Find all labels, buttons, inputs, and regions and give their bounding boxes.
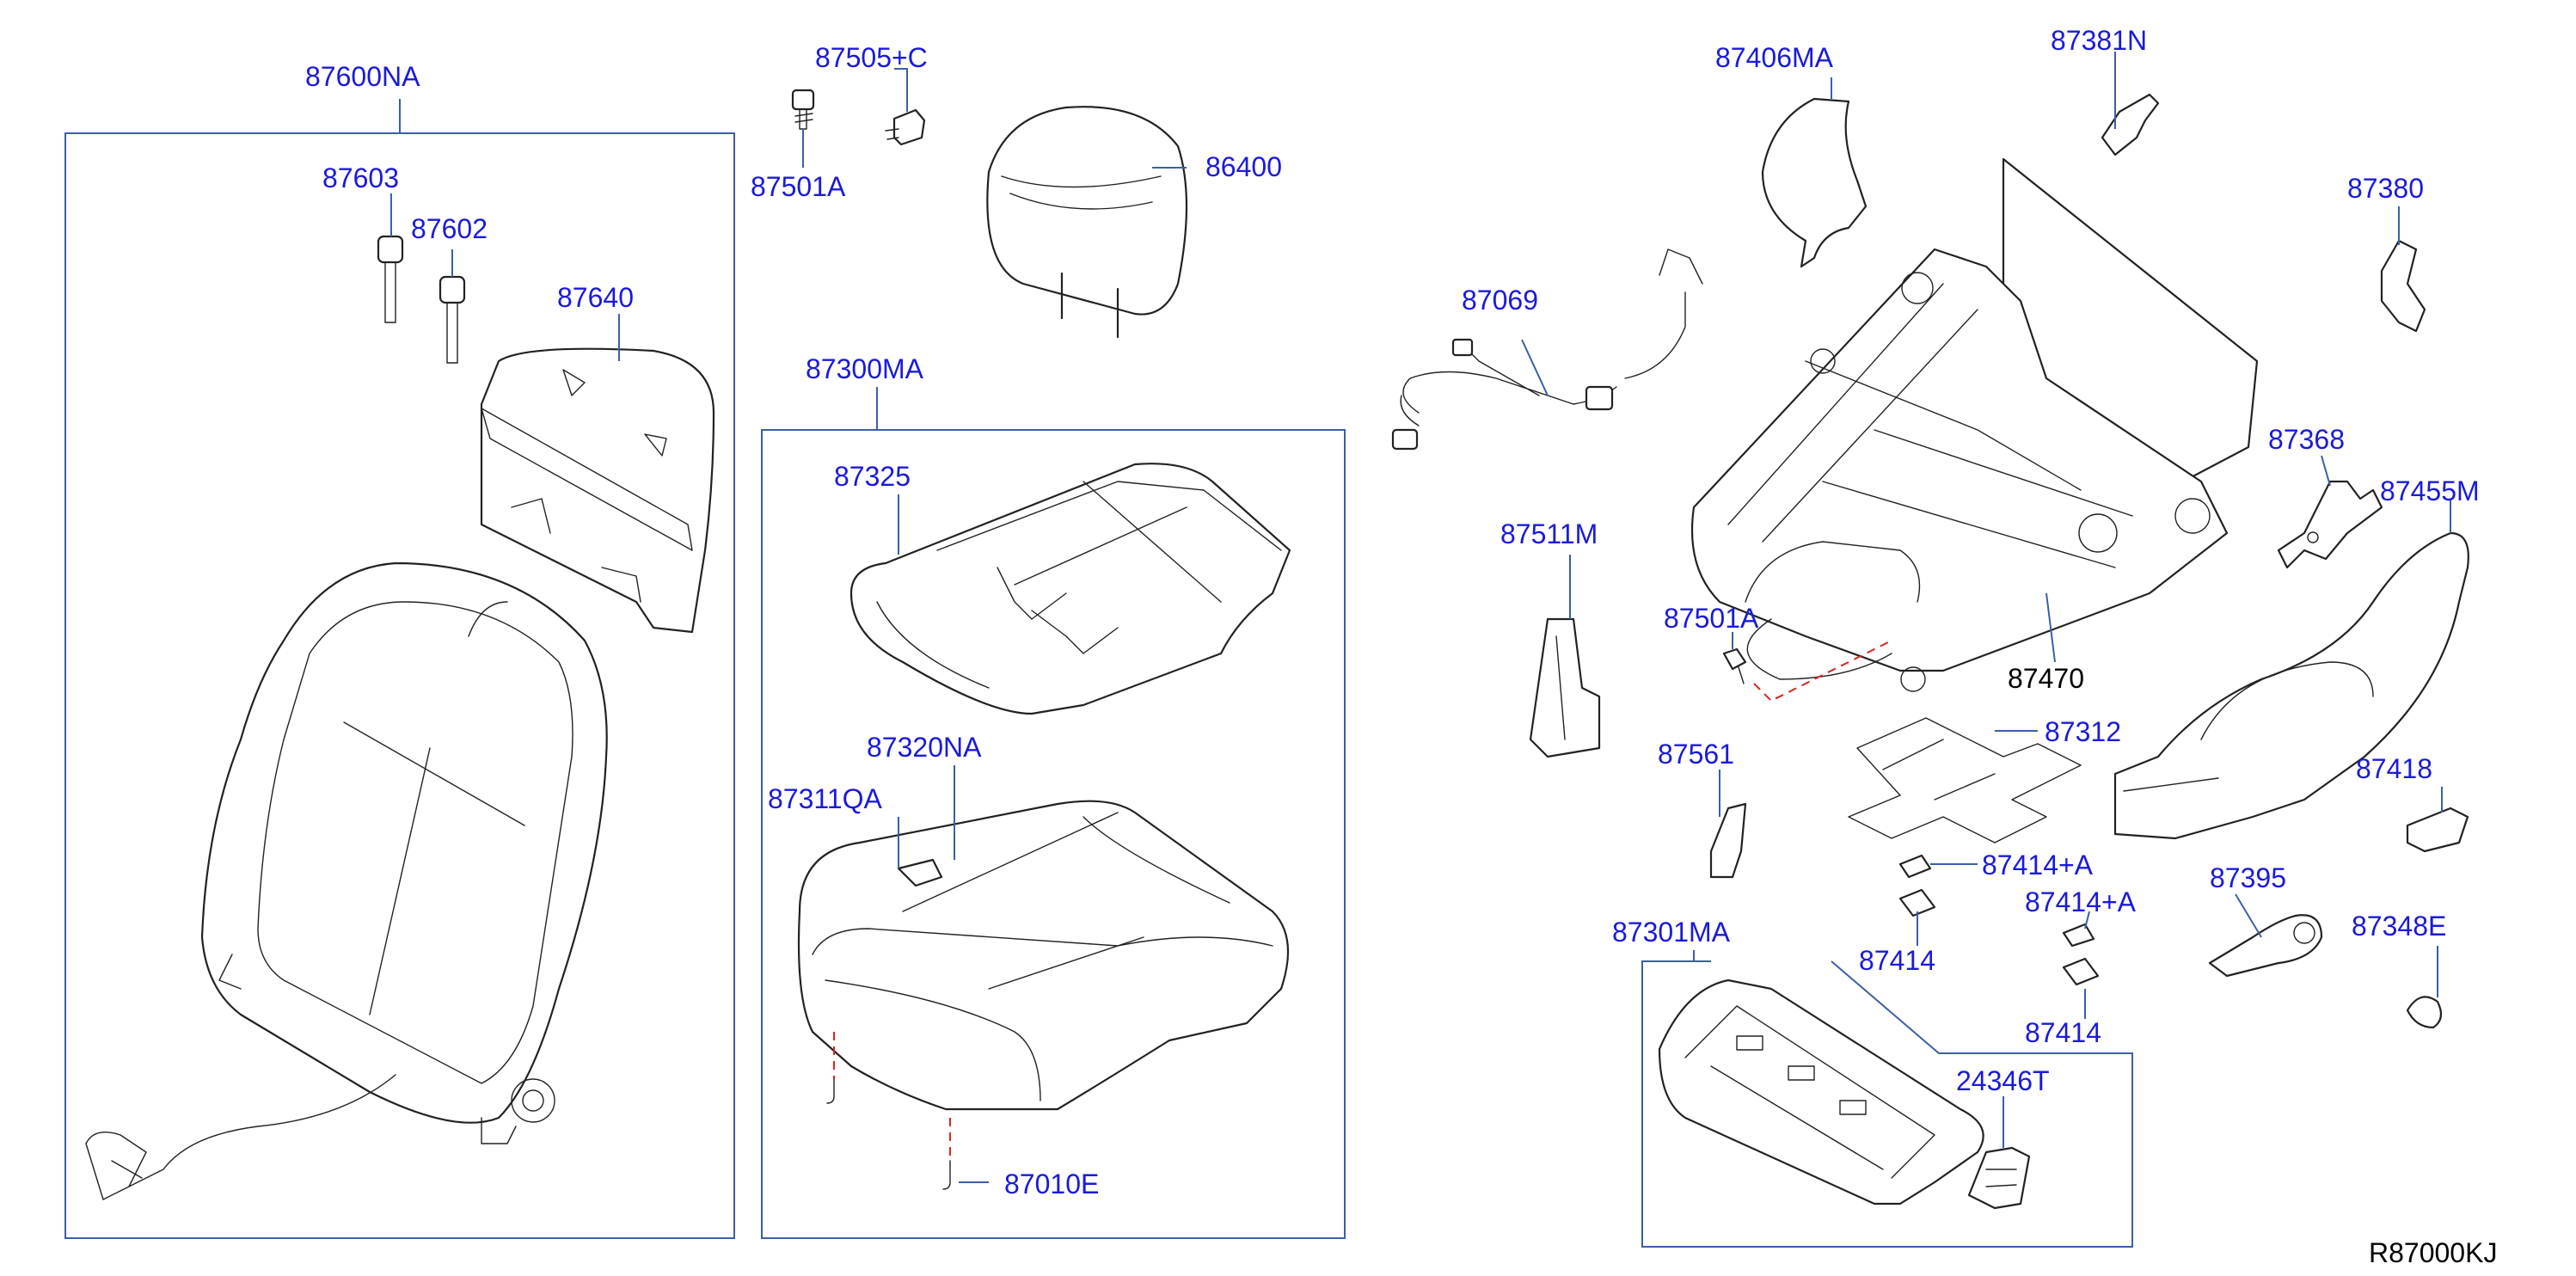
label-87501a-mid: 87501A	[1664, 603, 1759, 634]
label-87602: 87602	[411, 213, 488, 244]
label-87325: 87325	[834, 461, 911, 492]
clip-87414-2-icon	[2062, 957, 2100, 986]
knob-87418	[2406, 807, 2469, 853]
label-87380: 87380	[2347, 173, 2424, 204]
bracket-87561	[1709, 802, 1747, 879]
label-87561: 87561	[1658, 739, 1734, 770]
label-87505c: 87505+C	[815, 42, 928, 73]
clip-87414-1-icon	[1898, 888, 1936, 917]
tray-87301ma	[1658, 978, 1984, 1205]
cover-87406ma	[1761, 97, 1868, 268]
bracket-87511m	[1529, 617, 1601, 758]
label-87312: 87312	[2045, 716, 2121, 747]
label-87414a-2: 87414+A	[2025, 886, 2137, 917]
hook-87010e-icon	[826, 1032, 951, 1190]
bolt-87602-icon	[439, 275, 466, 364]
label-87414-2: 87414	[2025, 1017, 2101, 1048]
bolt-87603-icon	[377, 235, 404, 323]
seat-adjuster-87470	[1690, 157, 2259, 692]
label-86400: 86400	[1205, 151, 1282, 182]
label-87368: 87368	[2268, 424, 2345, 455]
label-87603: 87603	[322, 163, 399, 193]
mat-87312	[1848, 717, 2082, 844]
label-87406ma: 87406MA	[1715, 42, 1834, 73]
label-24346t: 24346T	[1956, 1065, 2050, 1096]
trim-87380	[2380, 239, 2426, 333]
label-87069: 87069	[1462, 285, 1538, 316]
label-87300ma: 87300MA	[806, 353, 924, 384]
screw-87501a-icon	[791, 89, 815, 130]
side-cover-87455m	[2113, 531, 2469, 840]
leader-lines	[390, 52, 2451, 1183]
label-87418: 87418	[2356, 753, 2432, 784]
label-87414a-1: 87414+A	[1982, 850, 2094, 880]
screw-87501a-mid-icon	[1722, 640, 1892, 702]
connector-24346t	[1967, 1146, 2031, 1210]
tray-group-box	[1641, 960, 2133, 1248]
label-87501a-top: 87501A	[751, 171, 846, 202]
seat-cushion-87320na	[797, 800, 1290, 1111]
clip-87414a-2-icon	[2062, 923, 2095, 948]
bracket-87368	[2277, 480, 2383, 569]
label-87414-1: 87414	[1859, 945, 1935, 976]
handle-87395	[2208, 914, 2323, 978]
label-87395: 87395	[2210, 862, 2286, 893]
label-87320na: 87320NA	[867, 732, 982, 763]
label-87348e: 87348E	[2352, 911, 2446, 942]
seat-cushion-group-box	[761, 429, 1346, 1239]
trim-87381n	[2101, 93, 2160, 156]
clip-87505c-icon	[885, 108, 926, 146]
label-87381n: 87381N	[2051, 25, 2147, 56]
label-87455m: 87455M	[2380, 475, 2480, 506]
label-87511m: 87511M	[1500, 518, 1598, 549]
label-87311qa: 87311QA	[768, 783, 883, 814]
label-87010e: 87010E	[1004, 1169, 1099, 1199]
clip-87414a-1-icon	[1898, 854, 1932, 879]
seat-back-assembly	[85, 347, 715, 1200]
cushion-frame-87325	[849, 463, 1291, 715]
harness-87069	[1391, 248, 1703, 451]
label-87470: 87470	[2008, 663, 2084, 694]
cap-87348e	[2406, 996, 2443, 1029]
label-87600na: 87600NA	[305, 61, 420, 92]
label-87301ma: 87301MA	[1612, 917, 1731, 948]
diagram-reference-code: R87000KJ	[2369, 1237, 2497, 1268]
label-87640: 87640	[557, 282, 634, 313]
headrest-86400	[986, 106, 1188, 339]
